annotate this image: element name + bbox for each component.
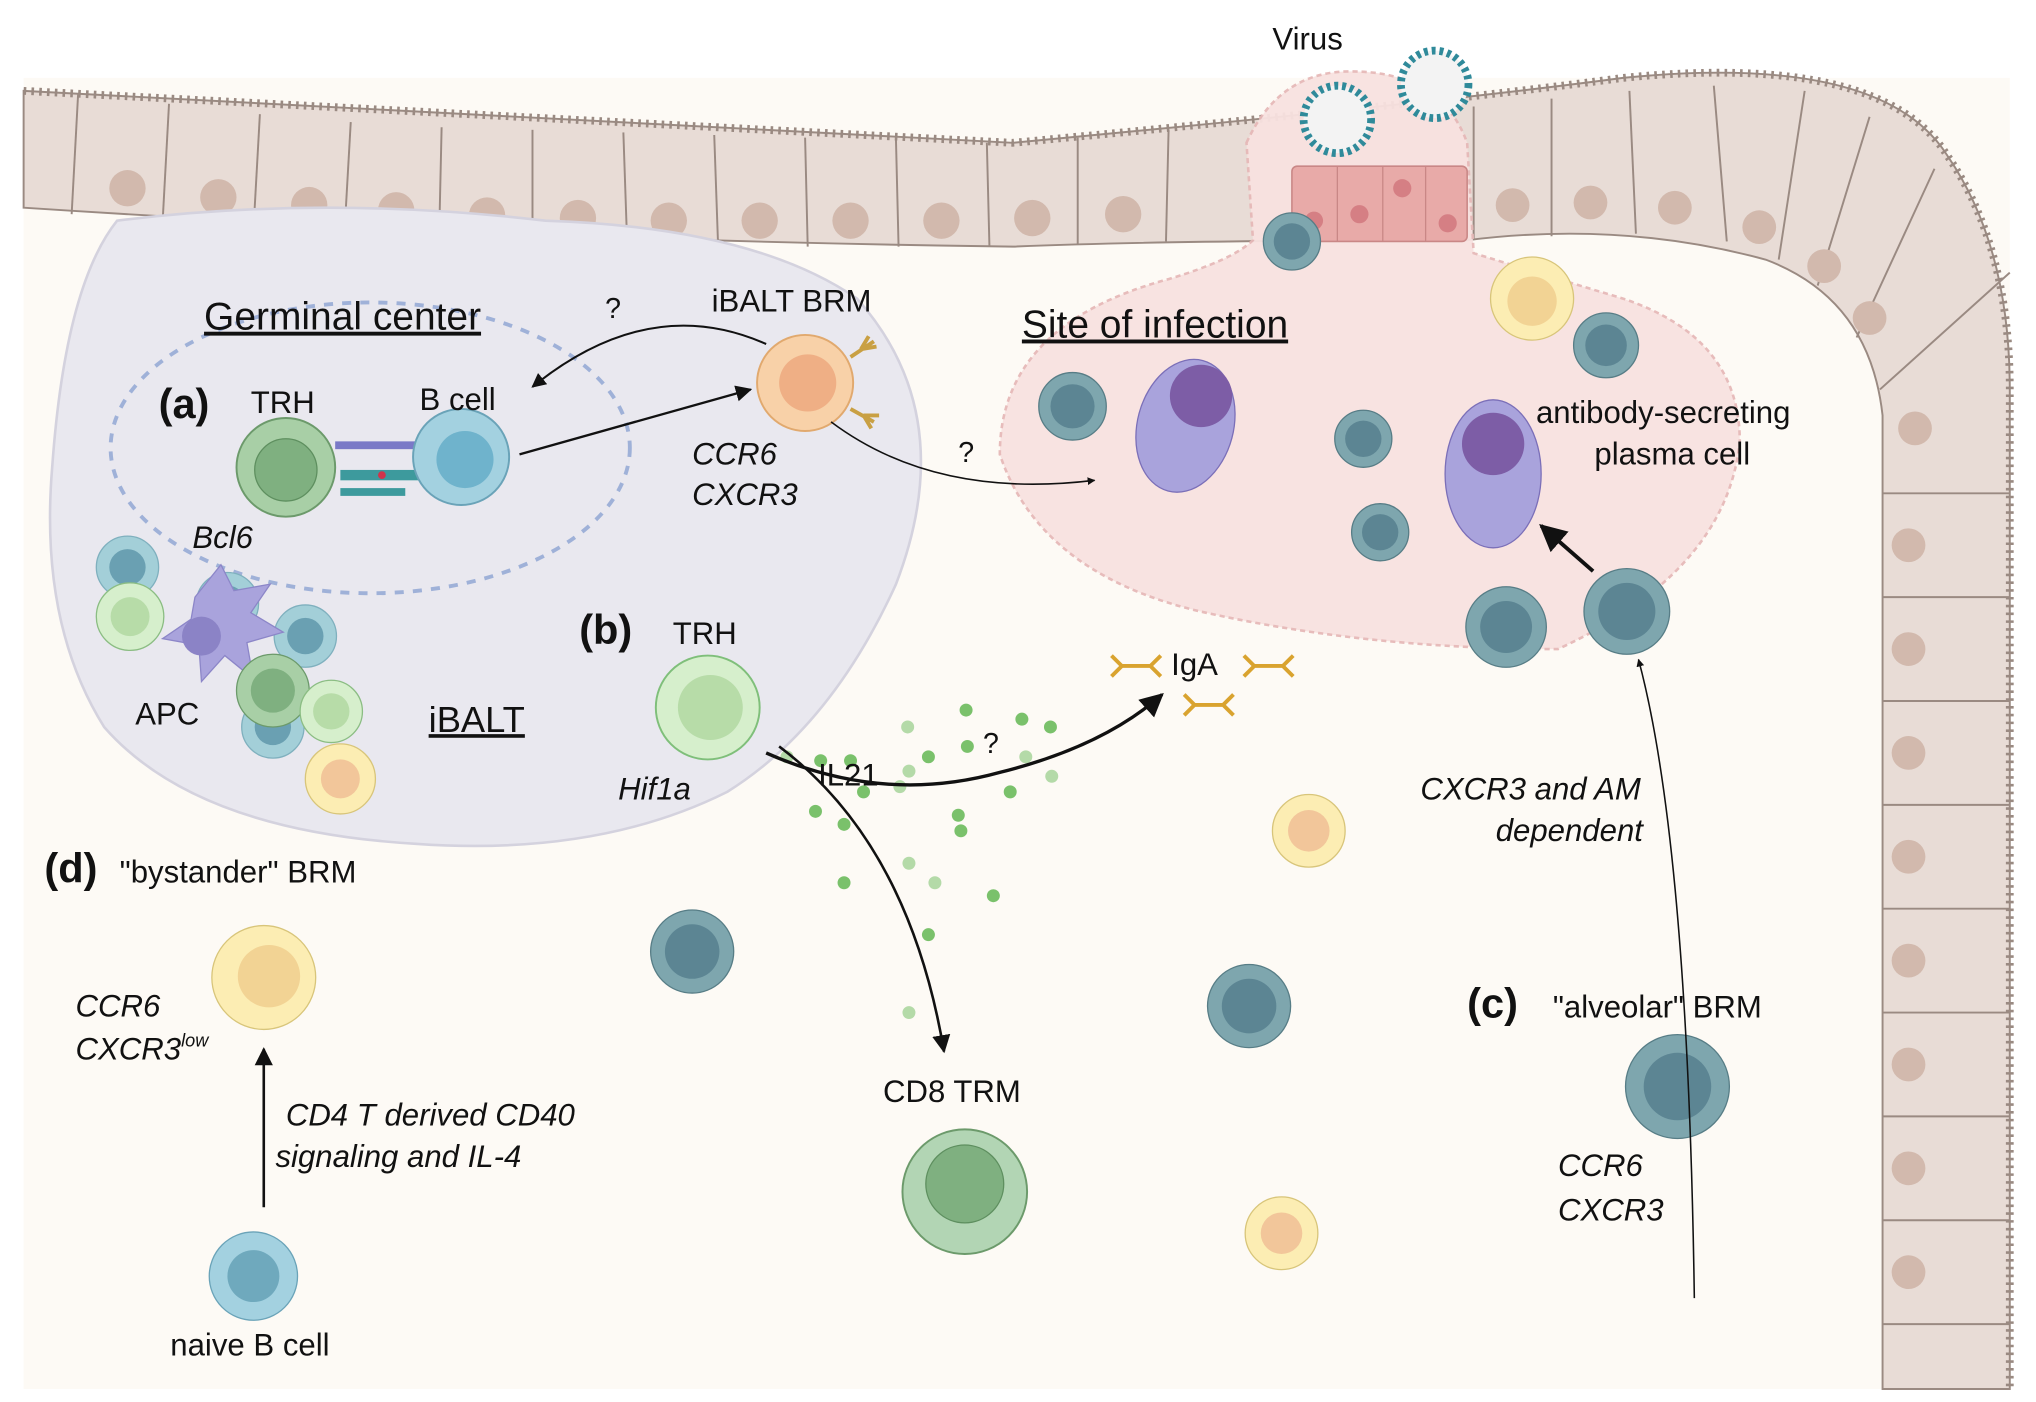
label-ccr6-d: CCR6: [76, 988, 161, 1023]
panel-b-label: (b): [579, 606, 632, 653]
cxcr3-d-superscript: low: [181, 1030, 210, 1050]
label-bcl6: Bcl6: [192, 520, 253, 555]
il21-dot: [857, 785, 871, 799]
trh-cell-b: [654, 654, 761, 761]
il21-dot: [844, 754, 858, 768]
label-ibalt-brm: iBALT BRM: [712, 284, 872, 319]
plasma-cells: [1135, 358, 1542, 549]
il21-dot: [959, 703, 973, 717]
il21-dot: [1003, 785, 1017, 799]
il21-dot: [902, 1006, 916, 1020]
label-cxcr3-am-line2: dependent: [1496, 813, 1645, 848]
label-hif1a: Hif1a: [618, 772, 691, 807]
il21-dot: [1015, 712, 1029, 726]
label-cxcr3-a: CXCR3: [692, 477, 798, 512]
label-b-cell: B cell: [420, 382, 496, 417]
arrow-trh-to-iga: [765, 692, 1164, 787]
tcr-mhc-interaction: [335, 441, 427, 496]
il21-dot: [901, 720, 915, 734]
panel-a-label: (a): [159, 380, 210, 427]
label-ibalt: iBALT: [429, 699, 525, 740]
il21-dot: [1045, 769, 1059, 783]
panel-d-label: (d): [44, 845, 97, 892]
arrow-alveolar-up: [1636, 658, 1696, 1299]
label-virus: Virus: [1272, 21, 1342, 56]
label-asc-line2: plasma cell: [1594, 437, 1750, 472]
label-question-1: ?: [605, 293, 621, 325]
panel-c-label: (c): [1467, 980, 1518, 1027]
label-bystander-brm: "bystander" BRM: [120, 855, 357, 890]
il21-dot: [954, 824, 968, 838]
label-asc-line1: antibody-secreting: [1536, 395, 1790, 430]
ibalt-brm-cell: [756, 333, 880, 432]
arrows: [254, 324, 1696, 1299]
infection-region: [998, 70, 1742, 651]
arrow-to-plasma: [1539, 523, 1595, 573]
label-cd4-line1: CD4 T derived CD40: [286, 1097, 576, 1132]
label-il21: IL21: [818, 757, 879, 792]
cxcr3-d-main: CXCR3: [76, 1031, 182, 1066]
il21-dot: [814, 754, 828, 768]
il21-dot: [902, 856, 916, 870]
trh-cell-a: [235, 417, 337, 518]
label-germinal-center: Germinal center: [204, 296, 481, 339]
brm-teal-cells: [649, 212, 1731, 1140]
germinal-center-outline: [108, 300, 632, 596]
cd8-trm-cell: [901, 1128, 1029, 1255]
label-ccr6-c: CCR6: [1558, 1148, 1643, 1183]
virus-icon: [1299, 46, 1473, 158]
apc-cluster: [95, 535, 377, 815]
iga-antibodies: [1110, 654, 1295, 717]
arrow-trh-to-cd8: [778, 745, 951, 1054]
il21-dot: [921, 750, 935, 764]
label-apc: APC: [135, 696, 199, 731]
label-cxcr3-am-line1: CXCR3 and AM: [1420, 772, 1640, 807]
il21-dot: [902, 764, 916, 778]
label-cd8-trm: CD8 TRM: [883, 1074, 1021, 1109]
arrow-brm-to-infection: [830, 421, 1096, 486]
label-alveolar-brm: "alveolar" BRM: [1553, 990, 1762, 1025]
il21-dot: [893, 780, 907, 794]
il21-dot: [951, 808, 965, 822]
label-question-3: ?: [983, 728, 999, 760]
label-site-of-infection: Site of infection: [1022, 304, 1288, 347]
arrow-brm-to-bcell: [531, 324, 767, 388]
il21-dot: [808, 804, 822, 818]
label-cd4-line2: signaling and IL-4: [275, 1139, 521, 1174]
label-naive-b-cell: naive B cell: [170, 1327, 329, 1362]
il21-dot: [1043, 720, 1057, 734]
label-trh-a: TRH: [251, 385, 315, 420]
il21-dot: [1019, 750, 1033, 764]
label-iga: IgA: [1171, 647, 1218, 682]
il21-dot: [921, 928, 935, 942]
label-ccr6-a: CCR6: [692, 437, 777, 472]
il21-dot: [986, 889, 1000, 903]
label-trh-b: TRH: [673, 616, 737, 651]
label-question-2: ?: [958, 437, 974, 469]
b-cell-a: [412, 407, 511, 506]
il21-dot: [837, 817, 851, 831]
yellow-brm-cells: [211, 256, 1575, 1271]
label-cxcr3-c: CXCR3: [1558, 1192, 1664, 1227]
il21-dot: [960, 739, 974, 753]
il21-dot: [928, 876, 942, 890]
arrow-bcell-to-brm: [519, 385, 753, 456]
label-cxcr3-d: CXCR3low: [76, 1030, 211, 1066]
naive-b-cell: [208, 1231, 299, 1321]
il21-dot: [837, 876, 851, 890]
